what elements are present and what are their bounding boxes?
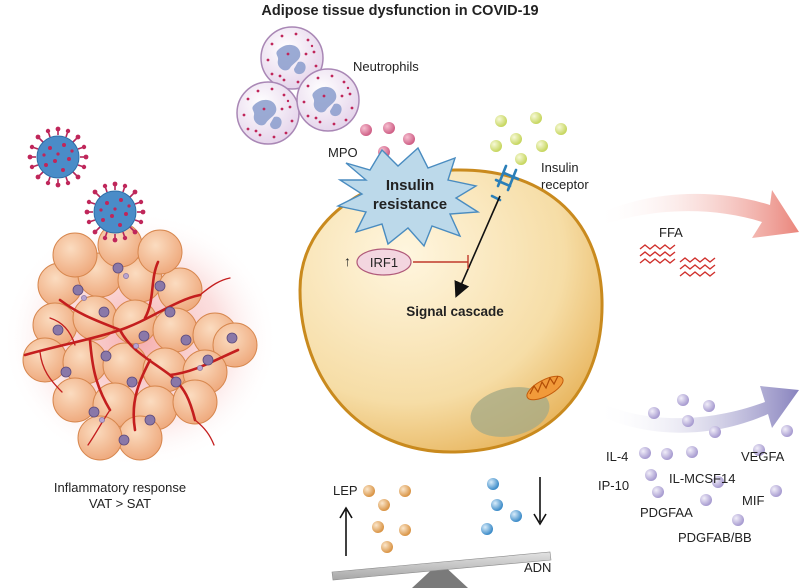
irf1-label: IRF1 bbox=[370, 255, 398, 270]
mpo-label: MPO bbox=[328, 145, 358, 160]
inflammatory-label: Inflammatory response bbox=[54, 480, 186, 495]
virus-icon bbox=[83, 180, 147, 244]
insulin-receptor-icon bbox=[490, 164, 520, 202]
insulin-resistance-label-1: Insulin bbox=[386, 177, 434, 194]
cytokine-dots bbox=[639, 394, 793, 526]
lep-label: LEP bbox=[333, 483, 358, 498]
seesaw-icon bbox=[331, 551, 552, 588]
insulin-receptor-label-1: Insulin bbox=[541, 160, 579, 175]
cytokine-ip10: IP-10 bbox=[598, 478, 629, 493]
cytokine-arrow bbox=[596, 386, 799, 433]
mpo-dots bbox=[360, 122, 415, 158]
irf1-badge bbox=[356, 248, 412, 276]
insulin-receptor-label-2: receptor bbox=[541, 177, 589, 192]
insulin-resistance-burst bbox=[335, 146, 481, 248]
adn-dots bbox=[481, 478, 522, 535]
ffa-waves bbox=[639, 244, 716, 277]
lep-dots bbox=[363, 485, 411, 553]
lep-up-arrow bbox=[339, 506, 353, 556]
adipose-tissue-icon bbox=[2, 212, 278, 468]
cytokine-vegfa: VEGFA bbox=[741, 449, 785, 464]
adn-down-arrow bbox=[533, 477, 547, 526]
irf1-up-arrow: ↑ bbox=[344, 253, 351, 269]
vat-sat-label: VAT > SAT bbox=[89, 496, 151, 511]
insulin-resistance-label-2: resistance bbox=[373, 196, 447, 213]
irf1-inhibition-line bbox=[413, 255, 469, 269]
cytokine-pdgfabbb: PDGFAB/BB bbox=[678, 530, 752, 545]
mitochondrion-icon bbox=[526, 375, 564, 401]
neutrophils-label: Neutrophils bbox=[353, 59, 419, 74]
ffa-arrow bbox=[596, 190, 799, 238]
ffa-label: FFA bbox=[659, 225, 683, 240]
neutrophil-icon bbox=[296, 68, 360, 132]
cytokine-il4: IL-4 bbox=[606, 449, 628, 464]
signal-arrow bbox=[454, 195, 501, 298]
virus-icon bbox=[26, 125, 90, 189]
cytokine-pdgfaa: PDGFAA bbox=[640, 505, 693, 520]
insulin-dots bbox=[490, 112, 567, 165]
signal-cascade-label: Signal cascade bbox=[406, 304, 504, 319]
cytokine-ilmcsf14: IL-MCSF14 bbox=[669, 471, 735, 486]
adn-label: ADN bbox=[524, 560, 551, 575]
neutrophil-icon bbox=[236, 81, 300, 145]
diagram-title: Adipose tissue dysfunction in COVID-19 bbox=[261, 3, 538, 19]
cytokine-mif: MIF bbox=[742, 493, 764, 508]
